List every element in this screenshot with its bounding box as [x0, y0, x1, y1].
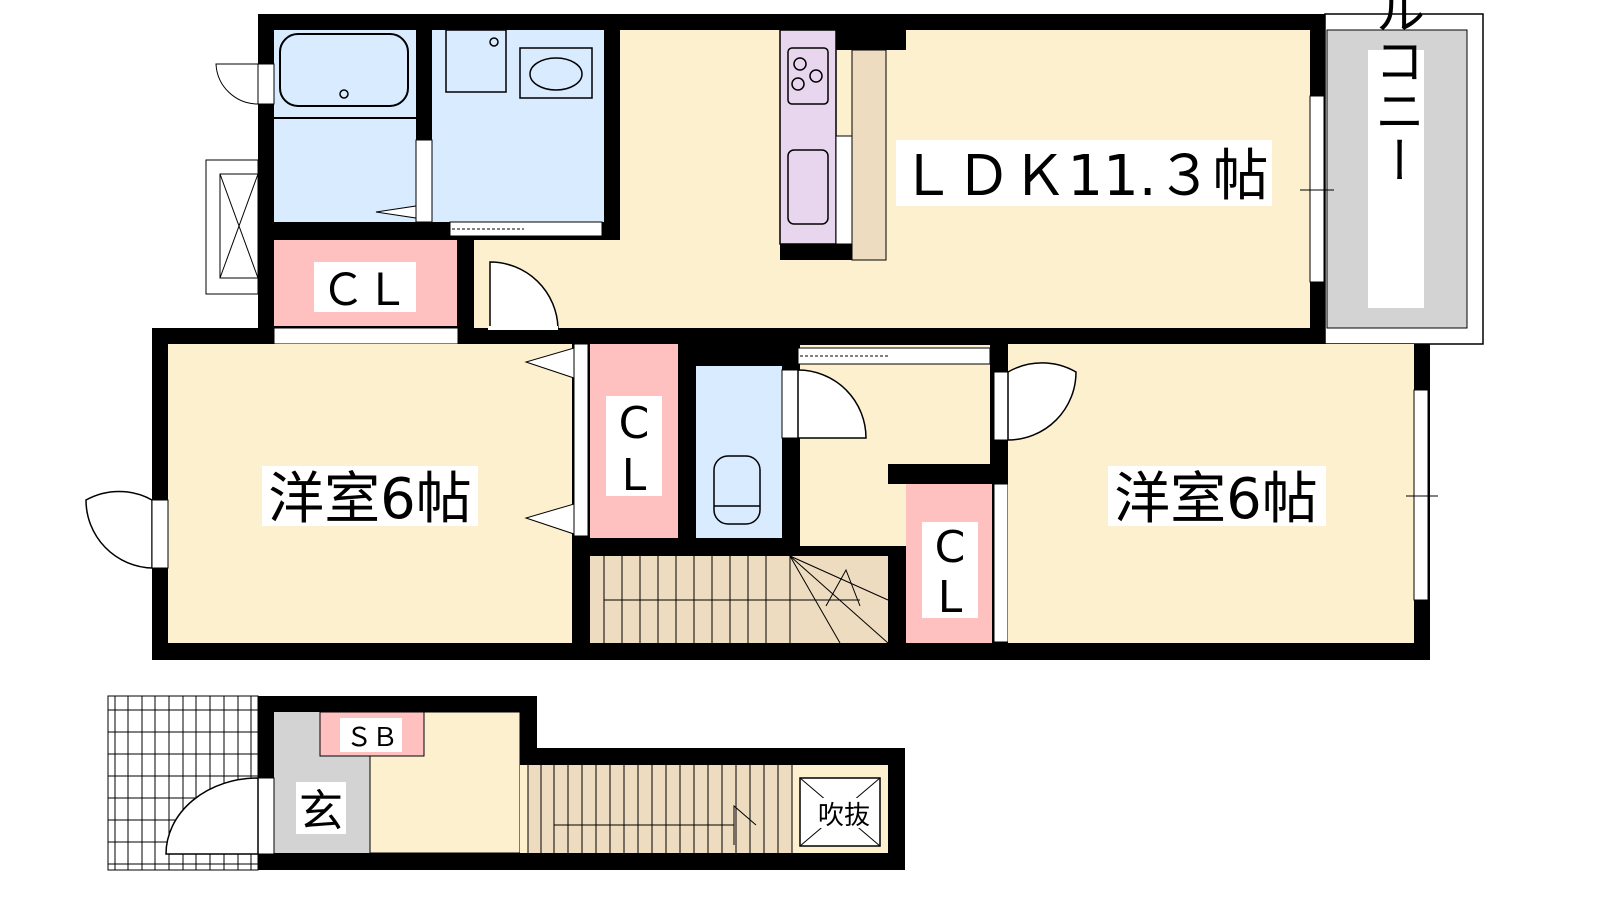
entrance-label: 玄 — [299, 786, 343, 837]
closet-right-label-c: C — [935, 522, 966, 573]
closet-top-label: ＣＬ — [321, 265, 409, 316]
closet-mid-label-l: L — [622, 450, 647, 501]
front-door[interactable] — [165, 777, 259, 855]
kitchen-sink — [787, 149, 829, 225]
western-right-label: 洋室6帖 — [1114, 467, 1318, 532]
western-left-label: 洋室6帖 — [268, 467, 472, 532]
closet-mid-label-c: C — [619, 398, 650, 449]
toilet-room — [696, 366, 782, 538]
staircase-lower — [527, 765, 793, 853]
open-ceiling-label: 吹抜 — [818, 801, 870, 831]
door-right-room[interactable] — [1007, 362, 1077, 441]
staircase-upper — [590, 555, 889, 644]
washroom — [432, 30, 604, 222]
kitchen-shelf — [851, 49, 887, 261]
door-ldk[interactable] — [489, 261, 559, 329]
bathtub — [279, 33, 409, 107]
shoe-box-label: ＳＢ — [346, 723, 398, 753]
balcony — [1324, 13, 1484, 345]
door-left-exterior[interactable] — [85, 490, 153, 569]
ldk-label: ＬＤＫ11.３帖 — [899, 144, 1268, 209]
door-toilet[interactable] — [797, 369, 867, 439]
washbasin — [519, 47, 593, 99]
kitchen-counter — [779, 29, 837, 245]
balcony-label: バルコニー — [1367, 0, 1425, 185]
open-ceiling: 吹抜 — [799, 777, 881, 847]
toilet — [713, 455, 761, 525]
door-bath-exterior[interactable] — [215, 63, 259, 105]
closet-right-label-l: L — [938, 572, 963, 623]
